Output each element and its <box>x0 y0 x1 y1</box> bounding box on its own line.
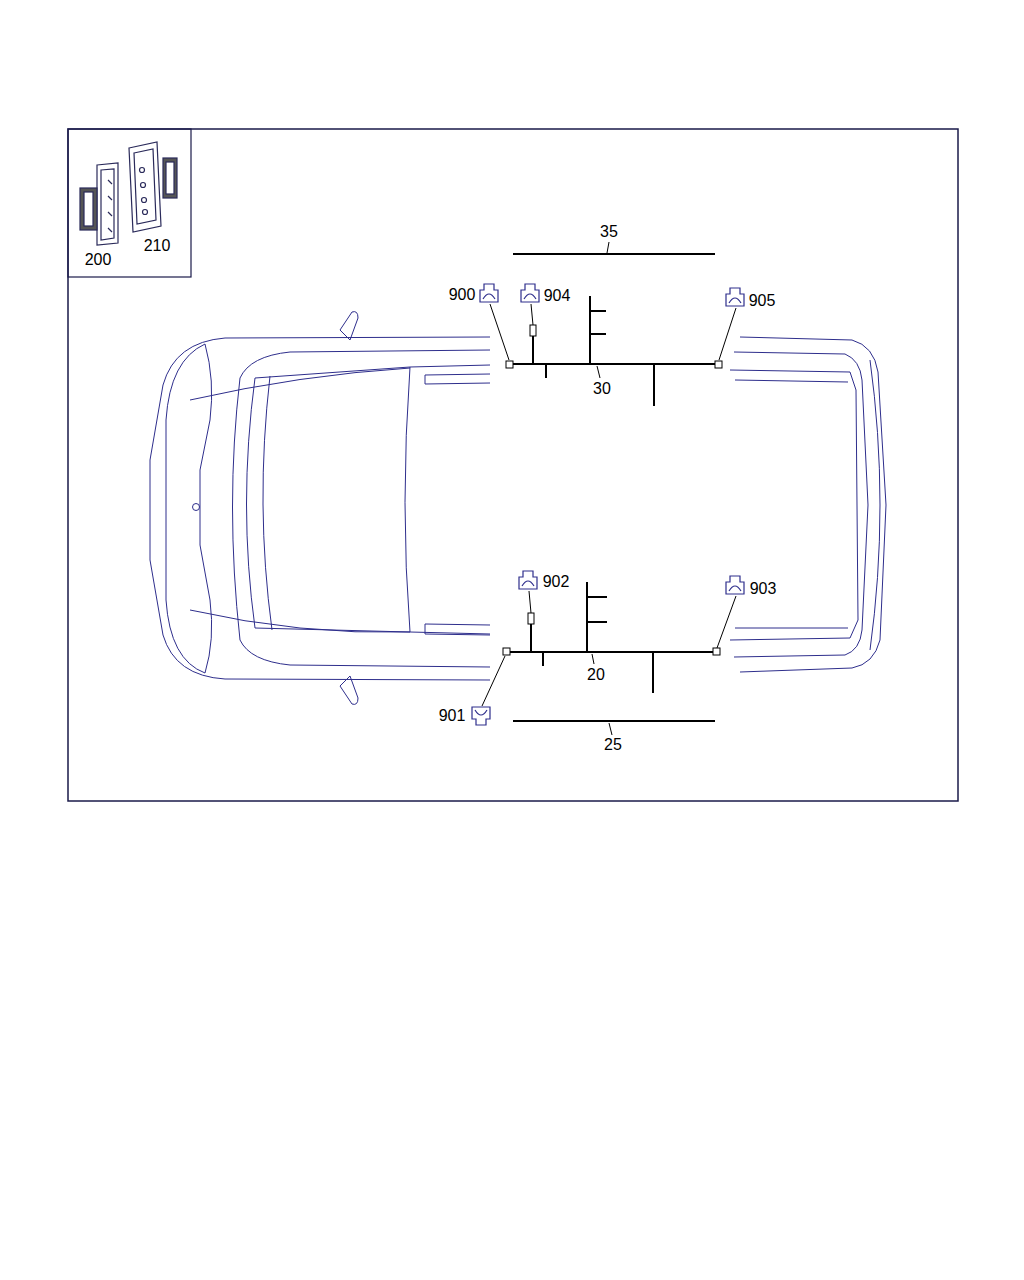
frame <box>68 129 958 801</box>
van-front <box>150 312 490 705</box>
callout-number: 30 <box>593 381 611 397</box>
callout-number: 25 <box>604 737 622 753</box>
callout-number: 905 <box>749 293 776 309</box>
callout-number: 903 <box>750 581 777 597</box>
connector-parts <box>80 142 177 245</box>
callout-number: 902 <box>543 574 570 590</box>
callout-number: 20 <box>587 667 605 683</box>
callout-number: 901 <box>439 708 466 724</box>
callout-number: 904 <box>544 288 571 304</box>
callout-number: 900 <box>449 287 476 303</box>
inset-frame <box>68 129 191 277</box>
callout-number: 200 <box>85 252 112 268</box>
wiring-harness <box>507 582 716 721</box>
connector-symbol <box>472 284 744 725</box>
leader-line <box>482 242 736 735</box>
wiring-harness <box>510 254 718 406</box>
callout-number: 35 <box>600 224 618 240</box>
callout-number: 210 <box>144 238 171 254</box>
plug <box>503 325 722 655</box>
van-rear <box>730 337 886 672</box>
